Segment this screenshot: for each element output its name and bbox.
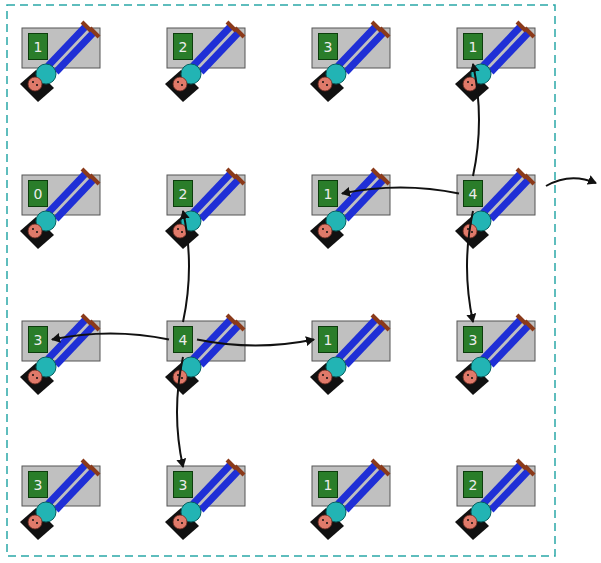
desk-number: 3	[318, 33, 338, 60]
influence-arrow	[467, 211, 473, 322]
number-label: 3	[324, 39, 333, 55]
number-label: 3	[179, 477, 188, 493]
influence-arrow	[342, 188, 459, 194]
person-at-desk	[20, 169, 100, 249]
desk-number: 0	[28, 180, 48, 207]
desk-number: 4	[463, 180, 483, 207]
person-at-desk	[165, 315, 245, 395]
number-label: 3	[469, 332, 478, 348]
number-label: 1	[324, 186, 333, 202]
person-at-desk	[310, 460, 390, 540]
number-label: 1	[34, 39, 43, 55]
person-at-desk	[455, 460, 535, 540]
person-at-desk	[310, 315, 390, 395]
number-label: 2	[469, 477, 478, 493]
influence-arrow	[52, 334, 169, 340]
desk-number: 1	[318, 326, 338, 353]
desk-number: 3	[28, 326, 48, 353]
desk-number: 2	[463, 471, 483, 498]
desk-number: 3	[463, 326, 483, 353]
number-label: 2	[179, 186, 188, 202]
person-at-desk	[455, 315, 535, 395]
person-at-desk	[20, 315, 100, 395]
desk-number: 3	[173, 471, 193, 498]
desk-number: 1	[318, 471, 338, 498]
person-at-desk	[165, 169, 245, 249]
number-label: 1	[469, 39, 478, 55]
number-label: 2	[179, 39, 188, 55]
person-at-desk	[455, 169, 535, 249]
person-at-desk	[310, 22, 390, 102]
number-label: 0	[34, 186, 43, 202]
number-label: 3	[34, 477, 43, 493]
person-at-desk	[455, 22, 535, 102]
influence-arrow	[197, 340, 314, 346]
desk-number: 4	[173, 326, 193, 353]
influence-arrow	[473, 64, 479, 176]
desk-number: 1	[28, 33, 48, 60]
person-at-desk	[20, 22, 100, 102]
influence-arrow	[183, 211, 189, 322]
number-label: 3	[34, 332, 43, 348]
desk-number: 1	[318, 180, 338, 207]
desk-number: 1	[463, 33, 483, 60]
outgoing-arrow	[546, 178, 596, 186]
desk-number: 3	[28, 471, 48, 498]
person-at-desk	[310, 169, 390, 249]
person-at-desk	[165, 22, 245, 102]
person-at-desk	[20, 460, 100, 540]
number-label: 1	[324, 477, 333, 493]
influence-arrow	[177, 357, 183, 467]
number-label: 4	[179, 332, 188, 348]
desk-number: 2	[173, 33, 193, 60]
desk-number: 2	[173, 180, 193, 207]
number-label: 1	[324, 332, 333, 348]
person-at-desk	[165, 460, 245, 540]
dashed-frame	[7, 5, 555, 556]
number-label: 4	[469, 186, 478, 202]
